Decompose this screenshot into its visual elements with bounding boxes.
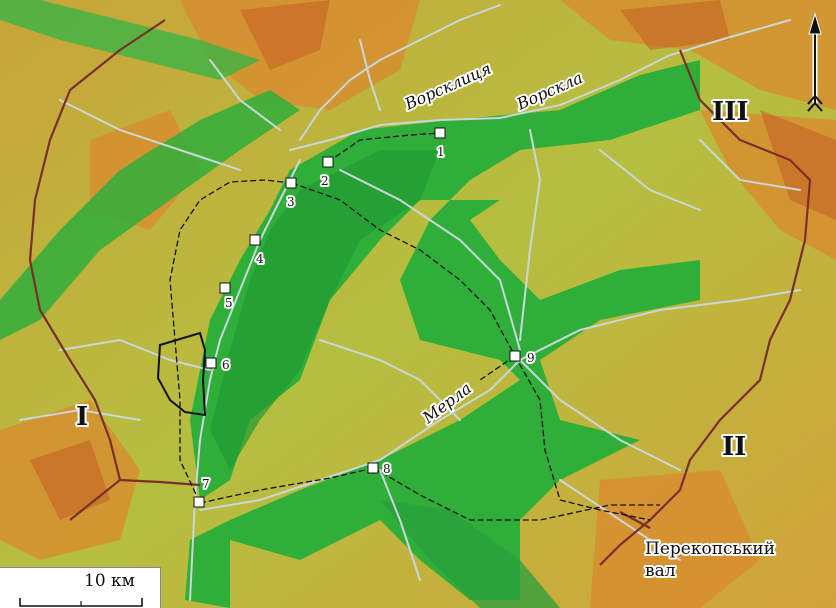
- boundary-II-III: [599, 49, 812, 566]
- scale-bar-graphic: [19, 598, 143, 607]
- site-markers: [193, 127, 521, 508]
- site-7-marker[interactable]: [193, 496, 205, 508]
- site-1-marker[interactable]: [434, 127, 446, 139]
- site-4-marker[interactable]: [249, 234, 261, 246]
- site-3-marker[interactable]: [285, 177, 297, 189]
- site-6-label: 6: [222, 358, 230, 372]
- perekop-label-line2: вал: [645, 561, 676, 581]
- scale-label: 10 км: [84, 571, 135, 591]
- region-III-label: III: [712, 97, 749, 127]
- lowland-south-branch: [380, 500, 560, 608]
- site-6-marker[interactable]: [205, 357, 217, 369]
- site-2-label: 2: [321, 174, 329, 188]
- site-8-label: 8: [383, 462, 391, 476]
- scale-bar: 10 км: [0, 567, 161, 608]
- survey-area-outline: [156, 331, 207, 417]
- lowland-north: [0, 0, 260, 80]
- region-II-label: II: [722, 432, 746, 462]
- site-7-label: 7: [202, 477, 210, 491]
- route-lines: [169, 132, 660, 521]
- boundary-I: [28, 19, 166, 521]
- lowland-west-channel: [0, 90, 300, 340]
- site-labels: 1 2 3 4 5 6 7 8 9: [200, 143, 537, 493]
- vorskla-river: [289, 19, 791, 151]
- site-3-label: 3: [287, 195, 295, 209]
- site-9-marker[interactable]: [509, 350, 521, 362]
- merla-river: [199, 289, 801, 511]
- lowland-core: [210, 150, 440, 470]
- vorsklytsia-river: [299, 4, 501, 141]
- perekop-label-line1: Перекопський: [645, 539, 775, 559]
- river-network: [19, 4, 801, 601]
- western-river: [189, 159, 301, 601]
- region-I-label: I: [76, 402, 88, 432]
- site-5-marker[interactable]: [219, 282, 231, 294]
- peak-zones: [30, 0, 836, 520]
- site-4-label: 4: [256, 252, 264, 266]
- site-2-marker[interactable]: [322, 156, 334, 168]
- site-8-marker[interactable]: [367, 462, 379, 474]
- site-1-label: 1: [437, 145, 445, 159]
- north-arrow-icon: [807, 12, 823, 112]
- site-5-label: 5: [225, 296, 233, 310]
- boundary-I-branch: [119, 478, 201, 487]
- site-9-label: 9: [527, 351, 535, 365]
